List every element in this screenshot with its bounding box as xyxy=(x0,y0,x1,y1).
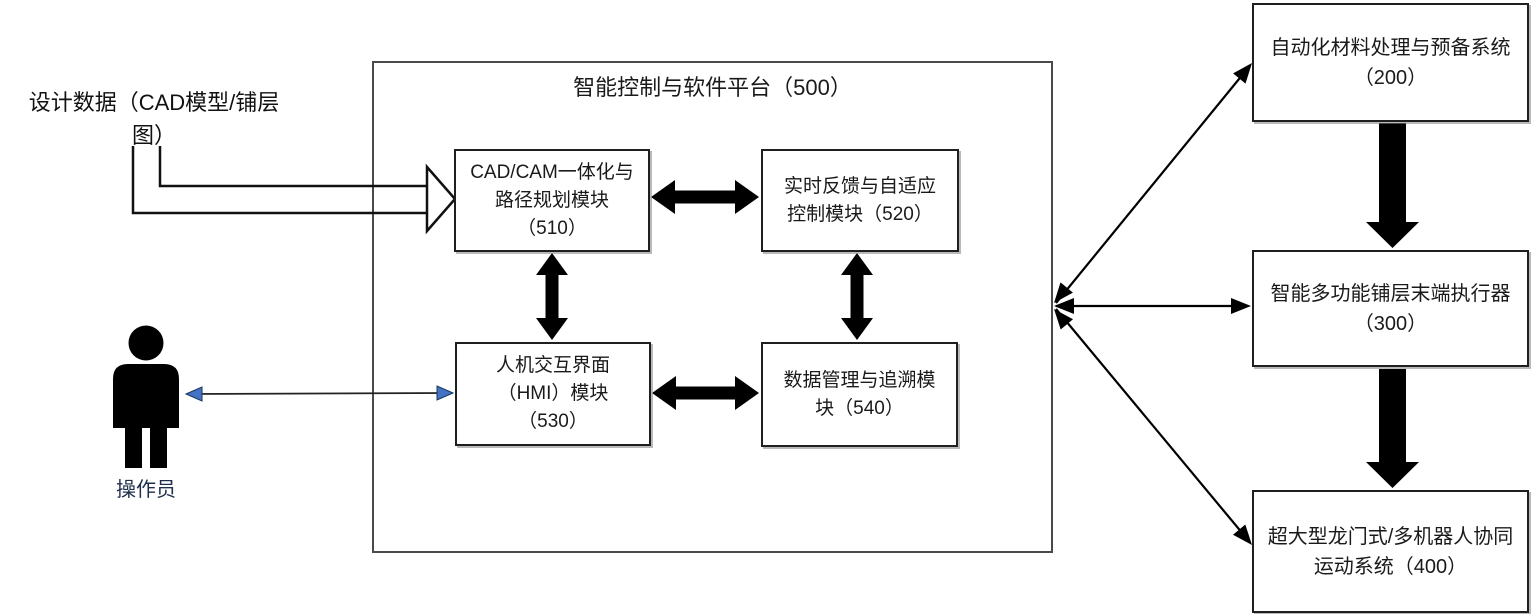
arrowhead-into-400 xyxy=(1233,524,1252,545)
arrowhead-into-300 xyxy=(1231,298,1251,314)
module-520-box: 实时反馈与自适应 控制模块（520） xyxy=(761,149,959,252)
subsystem-300-line2: （300） xyxy=(1353,312,1428,335)
hollow-arrowhead-into-510 xyxy=(425,163,457,235)
arrowhead-hub-from-400 xyxy=(1054,309,1073,330)
module-530-line1: 人机交互界面 xyxy=(495,355,610,376)
platform-500-title: 智能控制与软件平台（500） xyxy=(573,75,852,100)
module-510-line1: CAD/CAM一体化与 xyxy=(470,161,634,183)
module-510-line2: 路径规划模块 xyxy=(494,189,609,211)
line-hub-400 xyxy=(1055,308,1249,541)
module-530-line3: （530） xyxy=(518,411,588,432)
module-510-line3: （510） xyxy=(517,217,587,239)
module-530-box: 人机交互界面 （HMI）模块 （530） xyxy=(455,342,651,446)
arrow-530-540 xyxy=(652,376,759,410)
arrow-200-300 xyxy=(1366,123,1419,248)
arrow-operator-530-line xyxy=(187,392,451,395)
subsystem-400-line1: 超大型龙门式/多机器人协同 xyxy=(1267,525,1514,548)
module-540-box: 数据管理与追溯模 块（540） xyxy=(761,342,958,447)
arrow-300-400 xyxy=(1366,369,1419,488)
arrow-510-520 xyxy=(651,180,759,214)
module-530-line2: （HMI）模块 xyxy=(497,383,609,404)
subsystem-400-box: 超大型龙门式/多机器人协同 运动系统（400） xyxy=(1252,490,1529,613)
arrow-operator-head-left xyxy=(184,386,203,402)
module-520-line2: 控制模块（520） xyxy=(787,203,933,225)
subsystem-300-line1: 智能多功能铺层末端执行器 xyxy=(1270,282,1511,305)
arrow-operator-head-right xyxy=(436,385,455,401)
arrow-520-540 xyxy=(841,253,873,340)
design-data-line-top xyxy=(158,146,429,188)
subsystem-200-line1: 自动化材料处理与预备系统 xyxy=(1270,36,1511,59)
line-hub-200 xyxy=(1055,67,1249,304)
design-data-line1: 设计数据（CAD模型/铺层 xyxy=(28,90,280,115)
design-data-line2: 图） xyxy=(131,123,176,148)
platform-500-container xyxy=(372,61,1053,553)
subsystem-300-box: 智能多功能铺层末端执行器 （300） xyxy=(1252,250,1529,367)
design-data-line-bottom xyxy=(131,146,429,215)
design-data-label: 设计数据（CAD模型/铺层 图） xyxy=(8,86,300,152)
module-540-line1: 数据管理与追溯模 xyxy=(783,369,936,391)
module-540-line2: 块（540） xyxy=(815,397,904,419)
arrowhead-hub-from-200 xyxy=(1054,282,1073,303)
subsystem-200-line2: （200） xyxy=(1353,66,1428,89)
subsystem-400-line2: 运动系统（400） xyxy=(1313,555,1468,578)
module-520-line1: 实时反馈与自适应 xyxy=(783,175,936,197)
arrow-510-530 xyxy=(536,253,568,340)
subsystem-200-box: 自动化材料处理与预备系统 （200） xyxy=(1252,3,1529,122)
arrowhead-hub-from-300 xyxy=(1054,298,1074,314)
operator-person-icon xyxy=(113,325,179,468)
operator-label: 操作员 xyxy=(116,479,176,501)
module-510-box: CAD/CAM一体化与 路径规划模块 （510） xyxy=(454,149,650,252)
arrowhead-into-200 xyxy=(1233,63,1252,84)
